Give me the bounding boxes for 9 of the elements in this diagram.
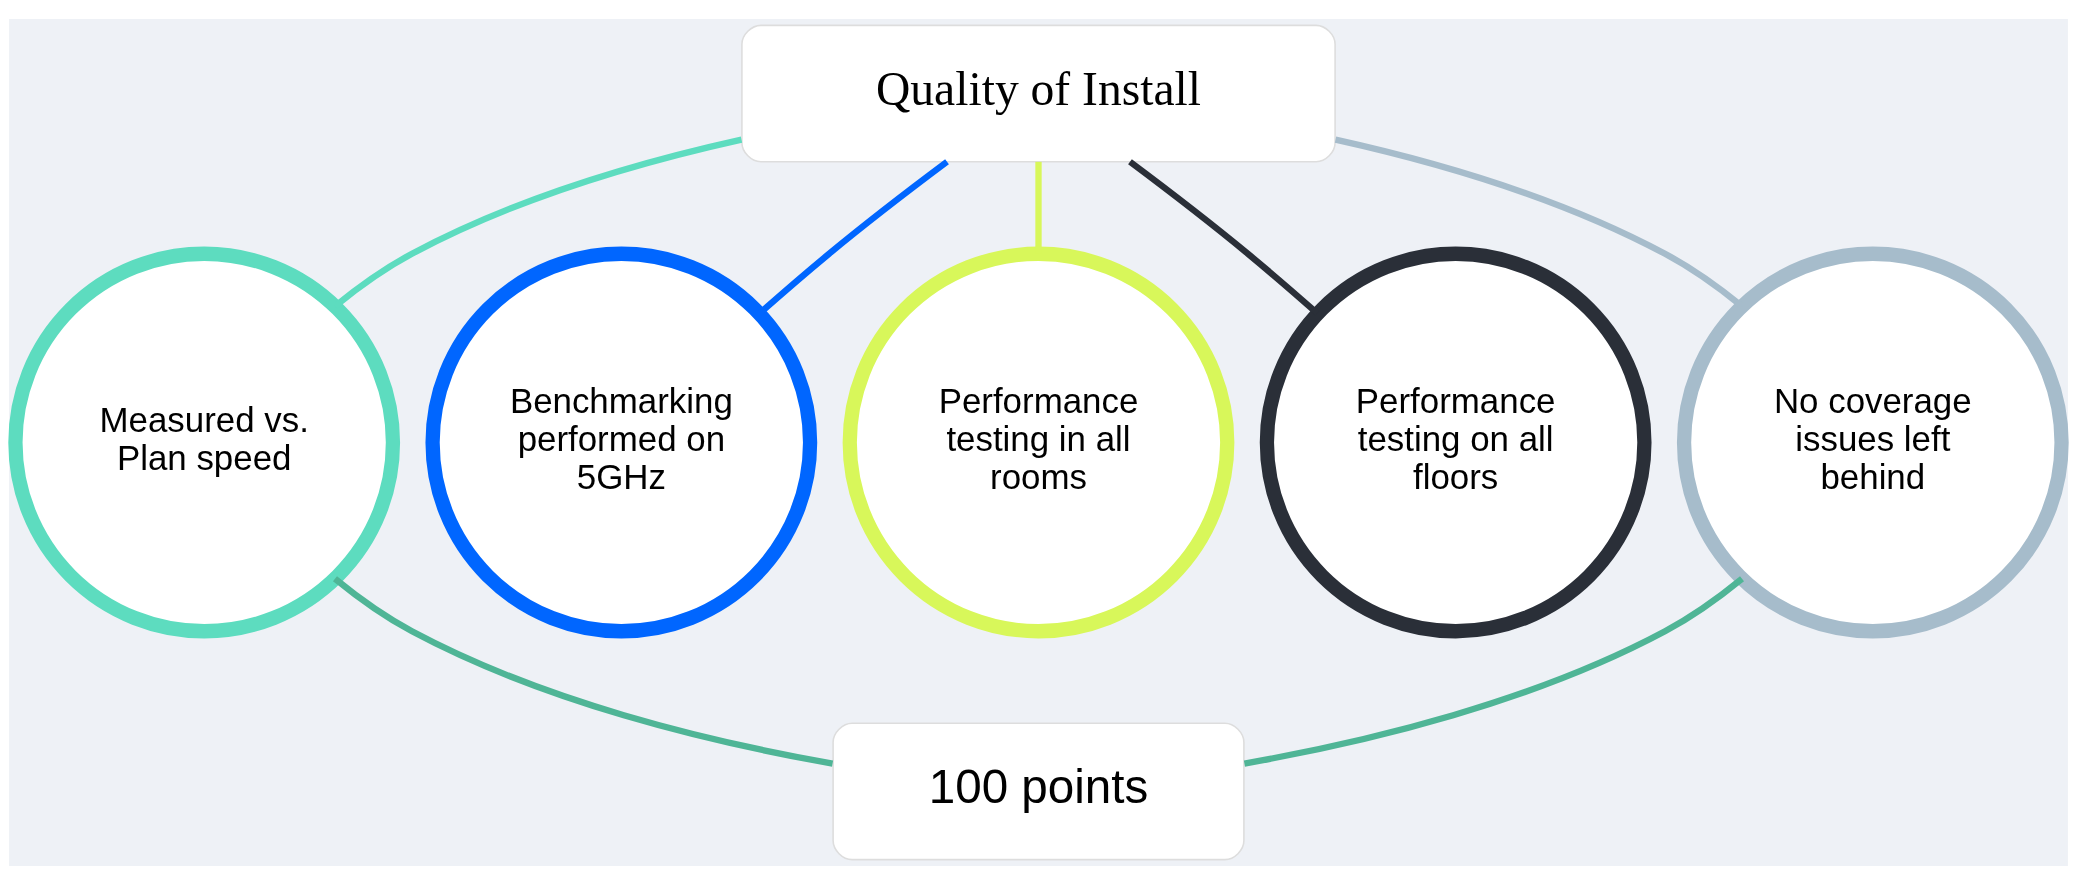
connector bbox=[333, 575, 834, 767]
node-circle: No coverage issues left behind bbox=[1676, 246, 2069, 638]
node-circle: Measured vs. Plan speed bbox=[8, 246, 401, 638]
node-circle: Performance testing in all rooms bbox=[842, 246, 1235, 638]
node-box: 100 points bbox=[832, 721, 1245, 860]
node-circle: Benchmarking performed on 5GHz bbox=[425, 246, 818, 638]
node-box: Quality of Install bbox=[741, 24, 1336, 163]
node-circle: Performance testing on all floors bbox=[1259, 246, 1652, 638]
connector bbox=[1243, 575, 1744, 767]
